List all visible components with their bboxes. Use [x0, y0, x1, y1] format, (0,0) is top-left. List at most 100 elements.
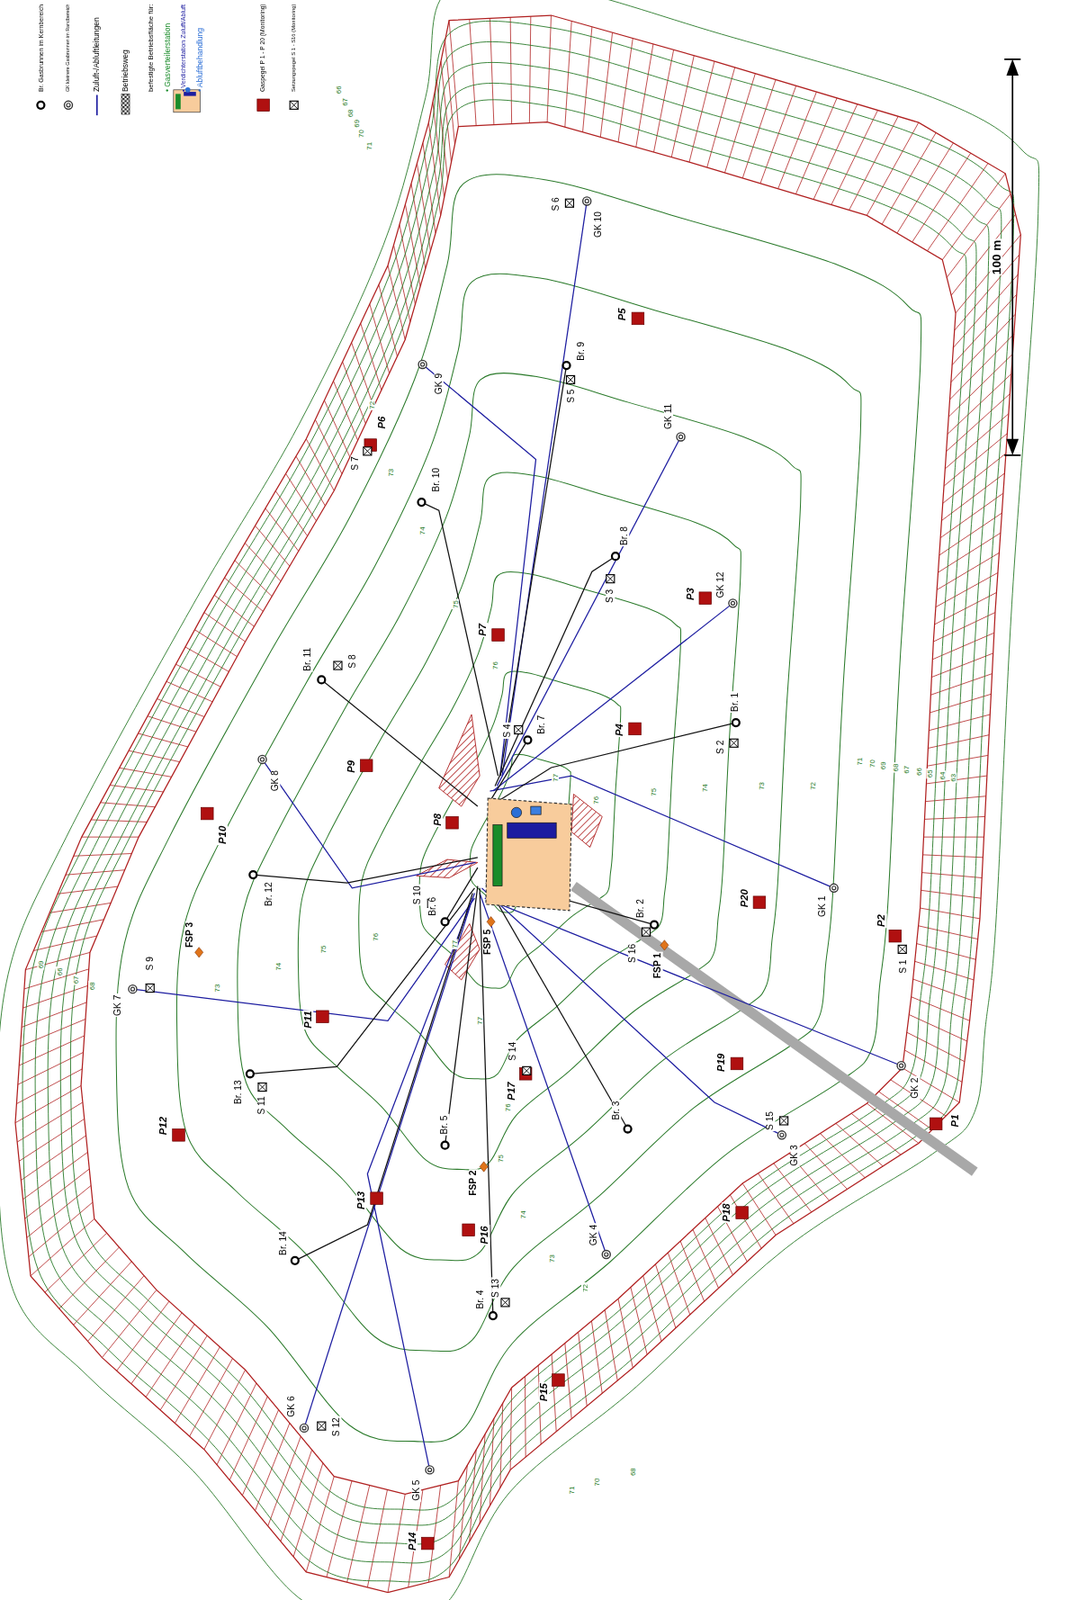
air-pipe: [493, 602, 734, 791]
well-label: Br. 13: [233, 1078, 243, 1105]
contour-label: 75: [496, 1153, 504, 1164]
gas-pipe: [421, 502, 498, 776]
hatch-line: [57, 886, 118, 894]
hatch-line: [440, 61, 451, 162]
hatch-line: [951, 214, 1016, 296]
small-well-symbol: [777, 1131, 786, 1140]
air-pipe: [502, 200, 587, 776]
contour-label: 66: [55, 966, 63, 977]
well-label: GK 8: [270, 769, 280, 793]
hatch-line: [489, 17, 494, 125]
hatch-line: [831, 110, 879, 206]
gas-gauge-symbol: [492, 628, 505, 642]
gauge-label: P18: [721, 1202, 732, 1222]
contour-label: 65: [925, 768, 934, 779]
contour-label: 73: [386, 467, 395, 478]
gauge-label: P15: [539, 1382, 549, 1402]
well-label: Br. 7: [537, 714, 547, 736]
gauge-label: P6: [377, 415, 387, 431]
contour-line: [0, 0, 1040, 1600]
gas-gauge-symbol: [370, 1192, 384, 1205]
contour-label: 70: [867, 758, 875, 769]
hatch-line: [778, 91, 818, 189]
contour-label: 74: [519, 1209, 527, 1220]
terrain: [0, 0, 1040, 1600]
hatch-line: [147, 716, 197, 732]
hatch-line: [21, 1002, 87, 1028]
settlement-label: S 16: [628, 943, 638, 964]
hatch-line: [88, 1275, 144, 1342]
scale-label: 100 m: [989, 238, 1003, 276]
fsp-symbol: [486, 916, 495, 927]
contour-label: 64: [937, 771, 945, 782]
gauge-label: P9: [346, 759, 357, 774]
hatch-line: [16, 1069, 82, 1105]
hatch-line: [680, 1240, 705, 1302]
well-label: Br. 10: [431, 467, 441, 494]
settlement-label: S 15: [765, 1110, 775, 1132]
small-well-symbol: [604, 1252, 609, 1257]
small-well-symbol: [780, 1132, 784, 1137]
contour-label: 73: [757, 781, 765, 791]
hatch-line: [618, 38, 633, 143]
contour-label: 70: [358, 128, 366, 139]
settlement-gauge-symbol: [333, 661, 342, 670]
gauge-label: P12: [158, 1115, 169, 1136]
gas-well-symbol: [523, 736, 531, 744]
gas-well-symbol: [291, 1257, 299, 1265]
small-well-symbol: [418, 359, 427, 369]
gauge-label: P1: [950, 1113, 961, 1128]
contour-line: [116, 174, 922, 1443]
small-well-symbol: [260, 757, 264, 762]
gas-gauge-symbol: [736, 1206, 749, 1220]
hatch-line: [265, 508, 299, 552]
settlement-gauge-symbol: [501, 1298, 510, 1307]
gauge-label: P3: [685, 586, 696, 602]
outer-boundary: [15, 15, 1021, 1592]
well-label: Br. 8: [619, 525, 629, 547]
hatch-line: [510, 17, 512, 124]
hatch-line: [33, 935, 97, 951]
settlement-label: S 12: [332, 1416, 342, 1438]
small-well-symbol: [679, 434, 683, 439]
well-label: GK 12: [716, 570, 726, 599]
gas-well-symbol: [732, 718, 740, 727]
settlement-label: S 4: [503, 722, 513, 739]
contour-label: 69: [879, 760, 887, 771]
gas-gauge-symbol: [628, 722, 642, 736]
settlement-gauge-symbol: [729, 738, 738, 747]
hatch-line: [458, 1464, 468, 1559]
hatch-line: [23, 985, 89, 1008]
well-label: Br. 14: [278, 1230, 288, 1257]
gauge-label: P7: [477, 622, 488, 638]
settlement-gauge-symbol: [565, 198, 574, 207]
gas-gauge-symbol: [421, 1536, 434, 1550]
well-label: Br. 1: [730, 691, 740, 713]
settlement-gauge-symbol: [514, 725, 523, 734]
air-pipe: [481, 888, 782, 1136]
settlement-label: S 13: [491, 1277, 501, 1299]
fsp-symbol: [660, 940, 669, 951]
fsp-label: FSP 3: [185, 921, 195, 949]
well-label: Br. 6: [428, 896, 438, 917]
hatch-line: [954, 254, 1020, 331]
hatch-line: [17, 1051, 84, 1085]
gas-pipe: [445, 867, 478, 922]
gauge-label: P13: [356, 1190, 367, 1211]
contour-line: [70, 99, 966, 1510]
settlement-gauge-symbol: [501, 1298, 510, 1307]
contour-label: 68: [628, 1466, 637, 1477]
gas-pipe: [489, 739, 528, 801]
well-label: GK 4: [589, 1223, 599, 1248]
settlement-gauge-symbol: [317, 1421, 326, 1430]
hatch-line: [432, 101, 445, 198]
settlement-gauge-symbol: [641, 927, 650, 936]
gauge-label: P19: [716, 1052, 727, 1073]
contour-label: 75: [649, 787, 657, 798]
settlement-gauge-symbol: [780, 1116, 789, 1125]
hatch-line: [729, 1194, 762, 1249]
settlement-gauge-symbol: [566, 375, 575, 384]
hatch-line: [49, 902, 111, 913]
settlement-label: S 8: [348, 653, 358, 670]
